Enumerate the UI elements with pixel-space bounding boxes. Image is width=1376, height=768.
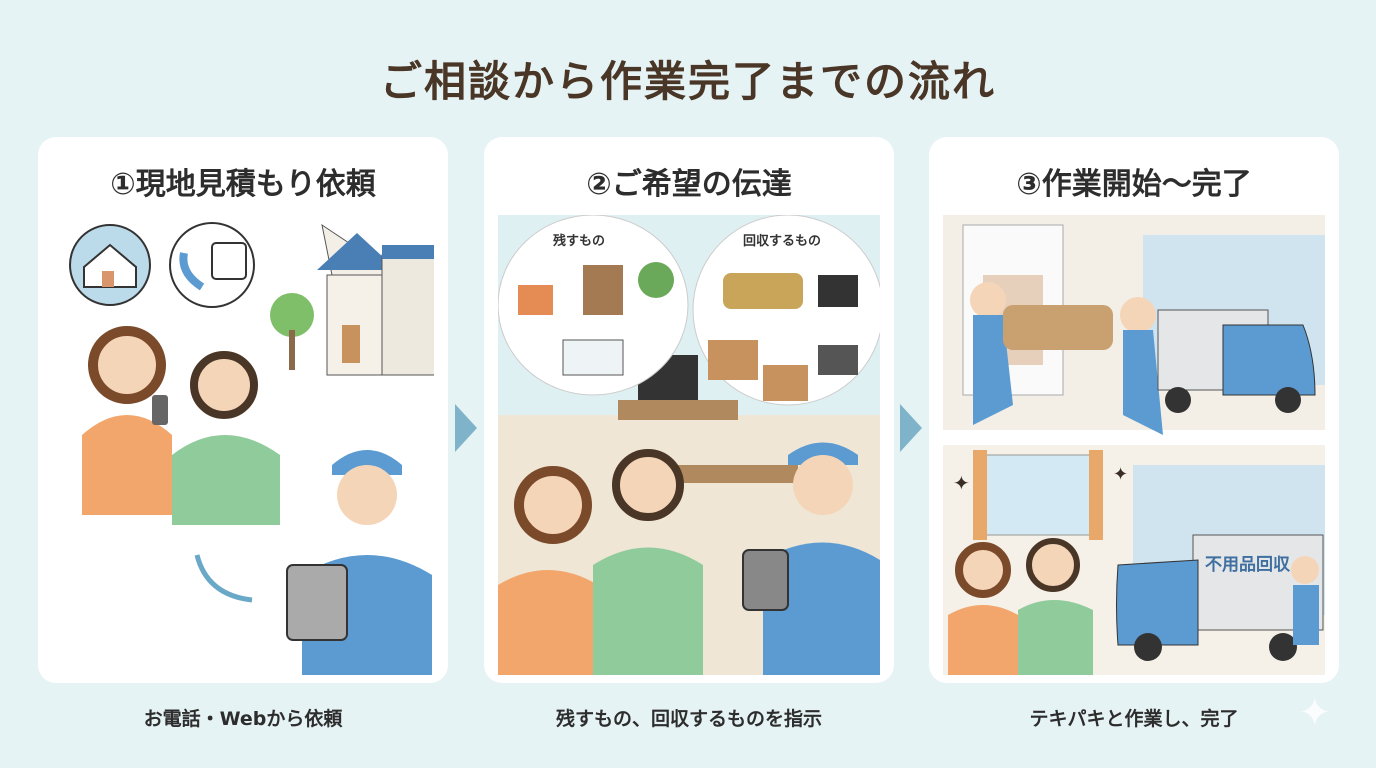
customer-woman <box>82 326 172 515</box>
staff-member <box>742 442 880 675</box>
customer-man <box>172 351 280 525</box>
step-card-2: ②ご希望の伝達 残すもの 回収するもの <box>484 137 894 683</box>
step-heading: ①現地見積もり依頼 <box>110 167 376 202</box>
step-card-3: ③作業開始～完了 不用品回収 <box>929 137 1339 683</box>
step-caption: 残すもの、回収するものを指示 <box>555 708 822 730</box>
step-heading: ②ご希望の伝達 <box>586 167 792 202</box>
next-step-arrow <box>900 404 922 452</box>
sparkle-icon: ✦ <box>953 471 970 495</box>
staff-carrying-sofa <box>970 282 1163 435</box>
next-step-arrow <box>455 404 477 452</box>
truck <box>1157 309 1316 413</box>
bubble-collect-label: 回収するもの <box>743 234 821 249</box>
step-caption: お電話・Webから依頼 <box>143 708 343 730</box>
house-icon <box>69 224 151 306</box>
sparkle-icon: ✦ <box>1298 690 1332 736</box>
step-1-illustration <box>69 222 434 675</box>
step-card-1: ①現地見積もり依頼 <box>38 137 448 683</box>
flow-arrow <box>194 554 253 603</box>
collect-items-bubble: 回収するもの <box>692 215 880 406</box>
staff-member <box>286 450 432 675</box>
sparkle-icon: ✦ <box>1113 464 1128 485</box>
bubble-keep-label: 残すもの <box>553 233 605 249</box>
step-heading: ③作業開始～完了 <box>1016 167 1252 202</box>
keep-items-bubble: 残すもの <box>498 215 689 396</box>
customer-man <box>593 449 703 675</box>
phone-calendar-icon <box>169 222 255 308</box>
step-2-illustration: 残すもの 回収するもの <box>498 215 880 675</box>
happy-customers <box>948 538 1093 675</box>
collection-truck: 不用品回収 <box>1116 534 1324 661</box>
page-title: ご相談から作業完了までの流れ <box>379 57 996 106</box>
step-3-illustration: 不用品回収 ✦ ✦ <box>943 215 1325 675</box>
step-caption: テキパキと作業し、完了 <box>1029 708 1239 730</box>
house-illustration <box>270 223 434 376</box>
customer-woman <box>498 466 598 675</box>
truck-label: 不用品回収 <box>1205 555 1291 575</box>
